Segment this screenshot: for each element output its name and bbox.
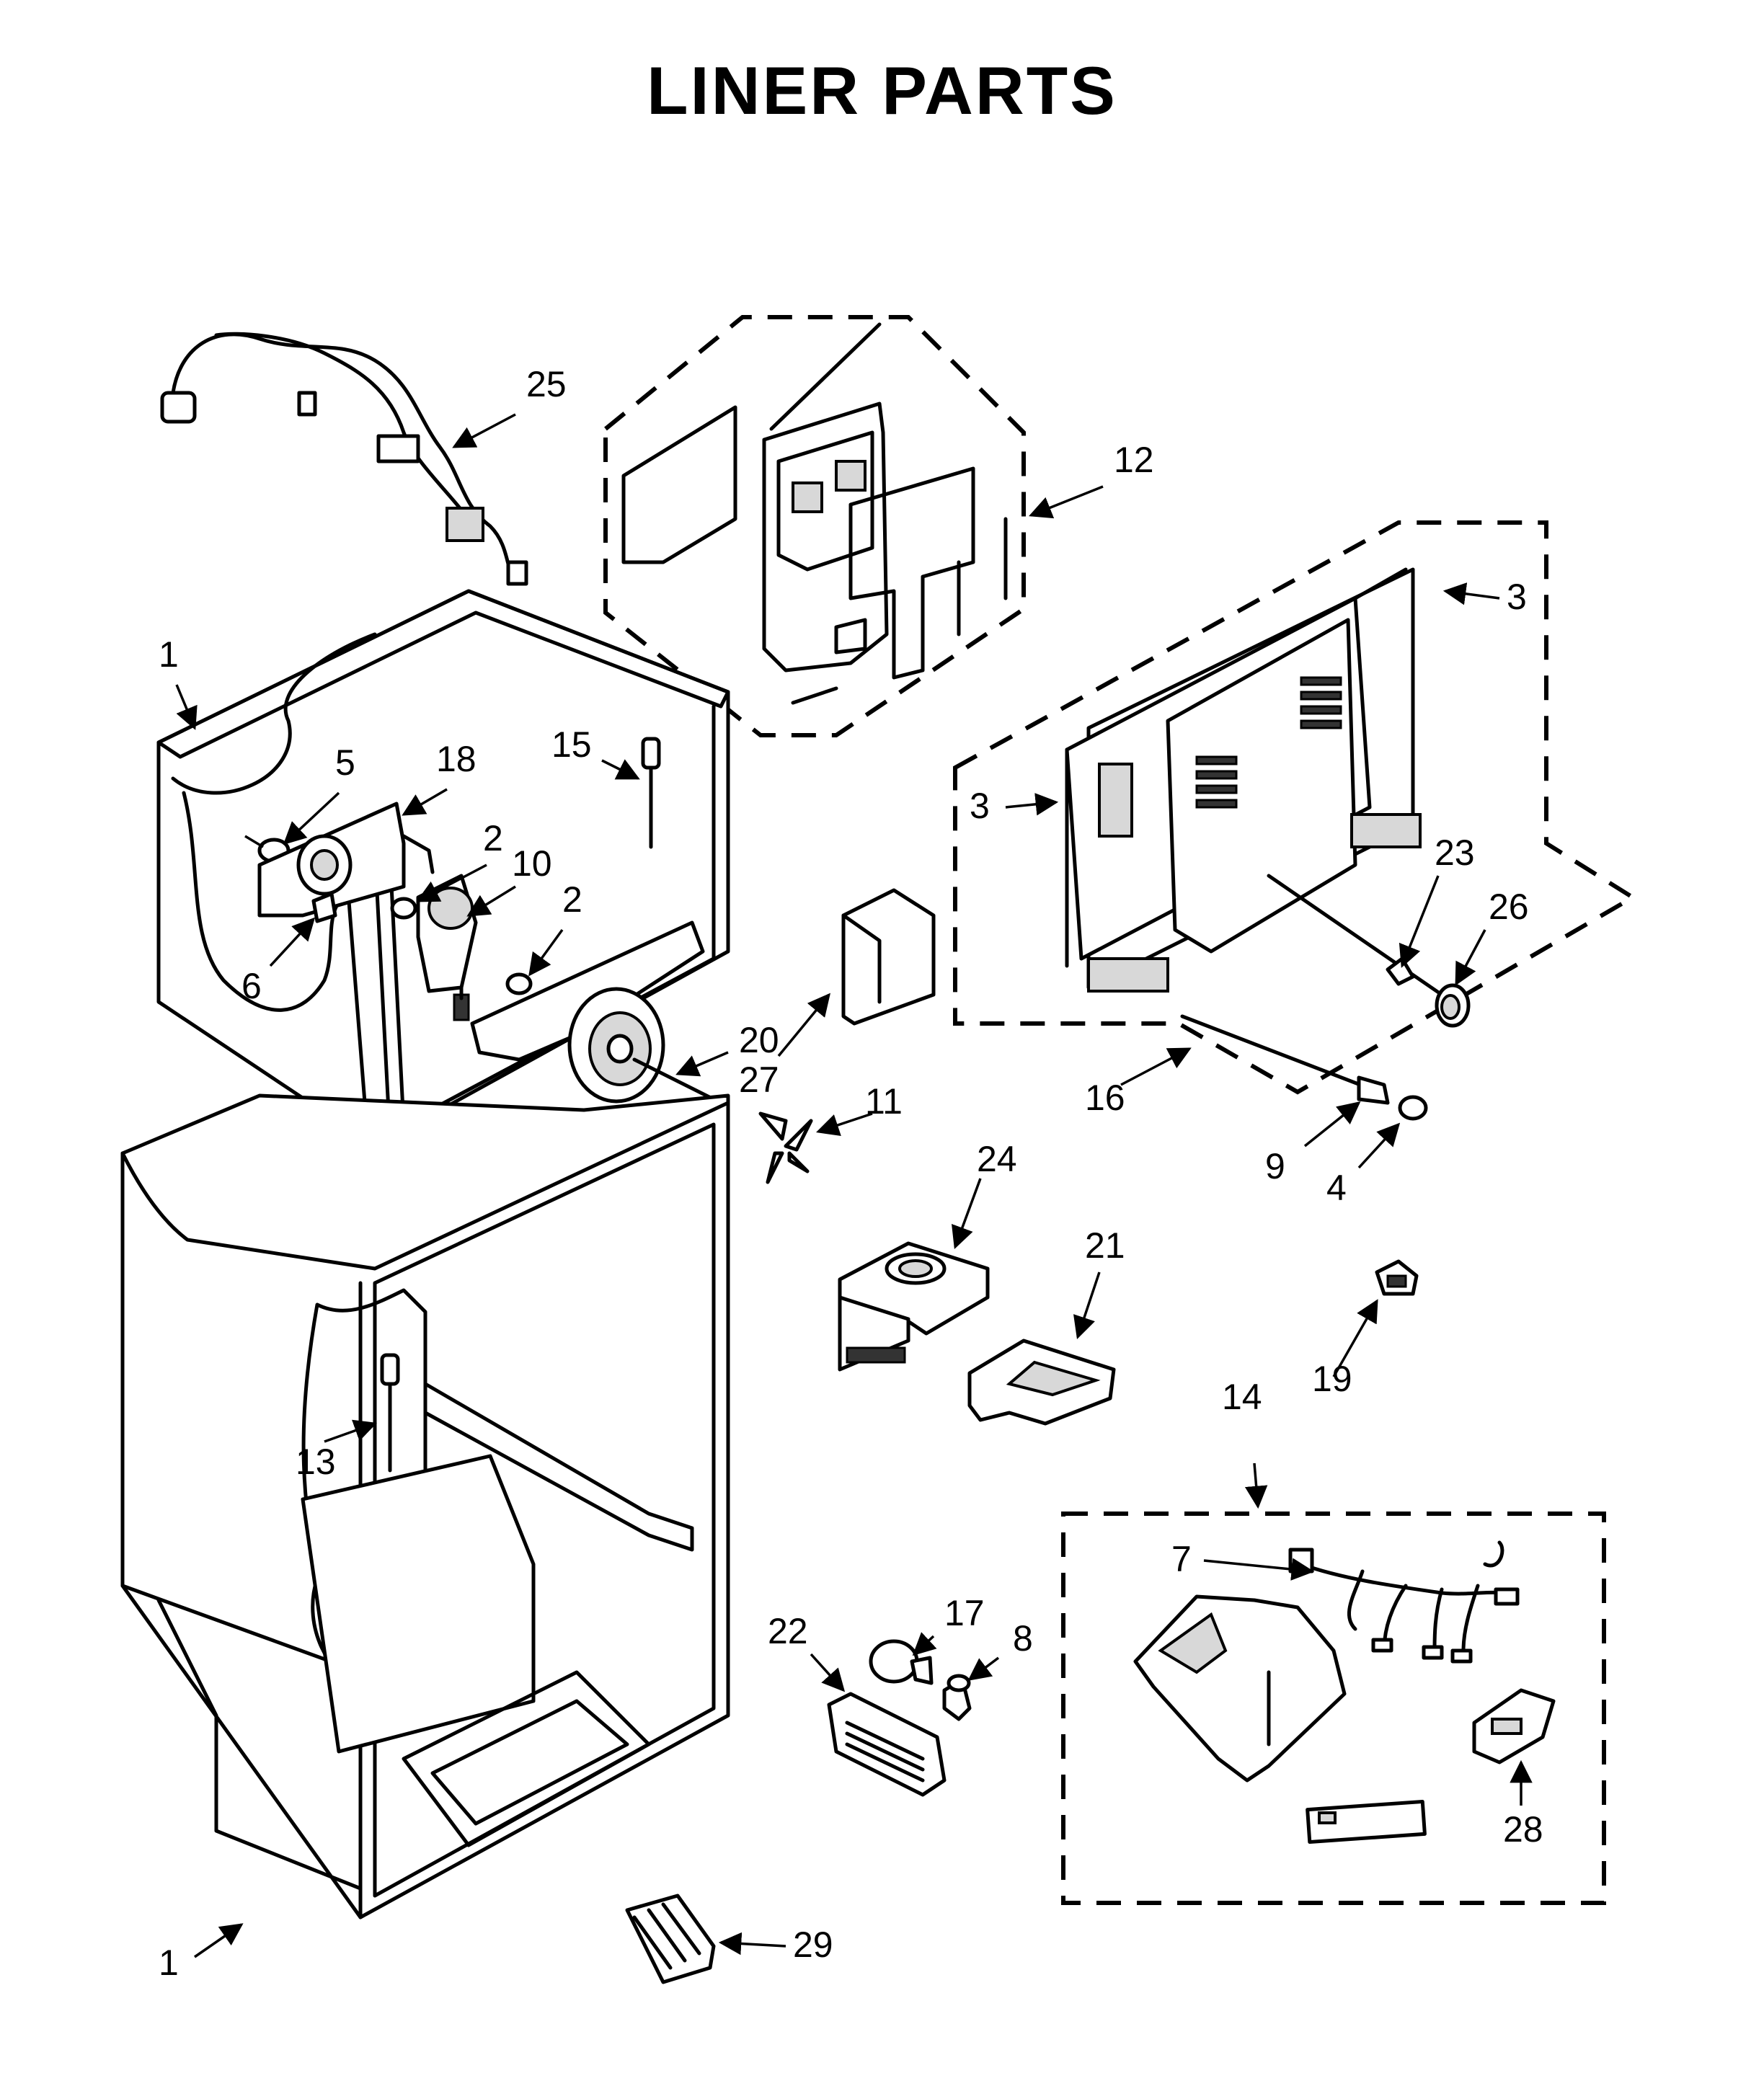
callout-19: 19 xyxy=(1312,1359,1352,1399)
callout-12: 12 xyxy=(1114,440,1154,480)
callout-28: 28 xyxy=(1503,1809,1543,1850)
leader-lines xyxy=(175,413,1533,1958)
callout-22: 22 xyxy=(768,1611,808,1651)
cover-27[interactable] xyxy=(841,888,936,1026)
callout-3b: 3 xyxy=(970,786,990,826)
callout-2b: 2 xyxy=(562,879,582,920)
callout-24: 24 xyxy=(977,1139,1017,1179)
callout-3a: 3 xyxy=(1507,577,1527,617)
callout-14: 14 xyxy=(1222,1377,1262,1417)
callout-11: 11 xyxy=(865,1081,903,1122)
callout-5: 5 xyxy=(335,742,355,783)
callout-2a: 2 xyxy=(483,818,503,858)
callout-25: 25 xyxy=(526,364,567,404)
part-21[interactable] xyxy=(967,1339,1116,1426)
callout-15: 15 xyxy=(551,724,592,765)
assembly-12[interactable] xyxy=(603,315,1026,737)
vent-slots-right xyxy=(1300,676,1342,729)
sensor-13[interactable] xyxy=(380,1353,400,1473)
cap-4[interactable] xyxy=(1398,1095,1428,1121)
callout-18: 18 xyxy=(436,739,477,779)
fresh-food-liner-1[interactable] xyxy=(120,1093,730,1919)
callout-29: 29 xyxy=(793,1925,833,1965)
screw-2b[interactable] xyxy=(505,972,533,995)
callout-1a: 1 xyxy=(159,634,179,675)
callout-16: 16 xyxy=(1085,1078,1125,1118)
page-title: LINER PARTS xyxy=(647,53,1117,128)
callout-8: 8 xyxy=(1013,1618,1033,1659)
callout-6: 6 xyxy=(241,966,262,1006)
callout-labels: 25 12 3 3 23 26 16 9 4 1 5 18 2 10 2 6 1… xyxy=(159,364,1543,1983)
callout-9: 9 xyxy=(1265,1146,1285,1186)
callout-1b: 1 xyxy=(159,1943,179,1983)
callout-26: 26 xyxy=(1489,887,1529,927)
wire-harness-25[interactable] xyxy=(160,332,528,586)
callout-20: 20 xyxy=(739,1020,779,1060)
light-bulb-17[interactable] xyxy=(869,1639,934,1685)
part-24[interactable] xyxy=(838,1241,990,1372)
screw-9[interactable] xyxy=(1180,1014,1390,1105)
screw-2a[interactable] xyxy=(390,897,417,920)
evaporator-cover-assembly-16[interactable] xyxy=(953,520,1637,1095)
clip-19[interactable] xyxy=(1375,1259,1419,1296)
vent-slots-left xyxy=(1195,755,1238,809)
callout-27: 27 xyxy=(739,1060,779,1100)
bracket-18[interactable] xyxy=(257,802,406,918)
socket-8[interactable] xyxy=(942,1674,972,1721)
screw-6[interactable] xyxy=(311,892,337,923)
sensor-15[interactable] xyxy=(641,737,661,849)
callout-13: 13 xyxy=(296,1442,336,1482)
part-29[interactable] xyxy=(625,1894,716,1984)
fan-shroud-20[interactable] xyxy=(470,920,705,1104)
callout-21: 21 xyxy=(1085,1225,1125,1266)
fastener-23[interactable] xyxy=(1267,874,1444,997)
callout-17: 17 xyxy=(944,1593,985,1633)
cap-26[interactable] xyxy=(1435,983,1471,1028)
callout-7: 7 xyxy=(1171,1539,1192,1579)
callout-10: 10 xyxy=(512,843,552,884)
lamp-cover-22[interactable] xyxy=(827,1692,947,1797)
callout-23: 23 xyxy=(1435,833,1475,873)
callout-4: 4 xyxy=(1326,1168,1347,1208)
